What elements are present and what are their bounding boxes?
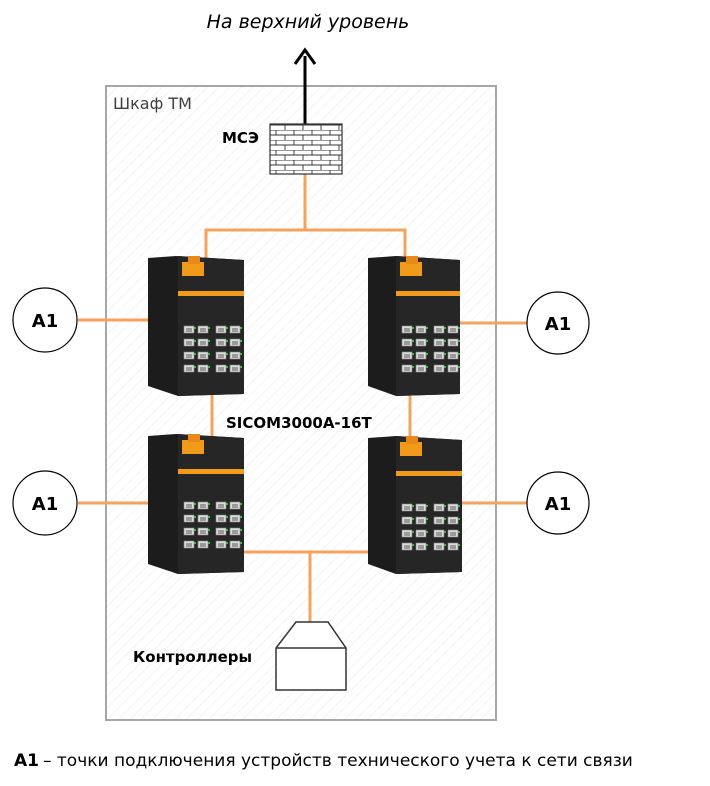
cabinet-label: Шкаф ТМ <box>113 94 192 113</box>
legend: A1– точки подключения устройств техничес… <box>14 751 633 771</box>
network-links <box>78 174 528 624</box>
a1-node-label: A1 <box>32 494 58 515</box>
switch-top-right <box>368 256 461 396</box>
a1-node-label: A1 <box>545 494 571 515</box>
a1-node: A1 <box>12 470 78 536</box>
legend-term: A1 <box>14 751 39 771</box>
firewall-label: МСЭ <box>222 129 259 147</box>
switch-bottom-left <box>148 434 244 574</box>
link-firewall-sw1 <box>204 174 307 262</box>
legend-description: – точки подключения устройств техническо… <box>43 751 633 771</box>
switch-top-left <box>148 256 244 396</box>
top-level-label: На верхний уровень <box>207 11 410 33</box>
a1-node-label: A1 <box>545 314 571 335</box>
firewall-icon <box>269 123 343 175</box>
cabinet <box>105 85 497 721</box>
controllers-label: Контроллеры <box>133 648 252 666</box>
switch-model-label: SICOM3000A-16T <box>226 414 373 432</box>
a1-node-label: A1 <box>32 311 58 332</box>
a1-node: A1 <box>12 287 78 353</box>
uplink-arrow <box>293 47 317 124</box>
controllers-icon <box>275 621 347 691</box>
a1-node: A1 <box>526 291 590 355</box>
a1-node: A1 <box>526 471 590 535</box>
switch-bottom-right <box>368 436 462 574</box>
link-firewall-sw2 <box>305 228 407 262</box>
